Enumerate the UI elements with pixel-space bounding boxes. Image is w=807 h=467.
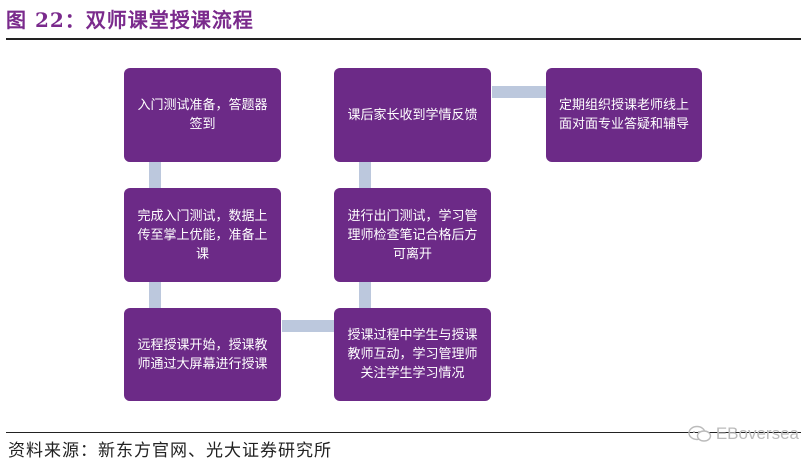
connector-1-2 [149, 162, 161, 188]
step-7-label: 定期组织授课老师线上面对面专业答疑和辅导 [558, 98, 689, 132]
bottom-rule [6, 432, 801, 433]
wechat-icon [688, 425, 712, 442]
source-note: 资料来源：新东方官网、光大证券研究所 [8, 441, 332, 461]
step-6-parent-feedback: 课后家长收到学情反馈 [334, 68, 491, 162]
connector-6-7 [492, 86, 546, 98]
step-3-label: 远程授课开始，授课教师通过大屏幕进行授课 [137, 337, 268, 372]
step-3-remote-class-start: 远程授课开始，授课教师通过大屏幕进行授课 [124, 308, 281, 401]
step-1-label: 入门测试准备，答题器签到 [137, 98, 268, 132]
connector-5-6 [359, 162, 371, 188]
watermark: EBoversea [688, 424, 799, 444]
step-4-label: 授课过程中学生与授课教师互动，学习管理师关注学生学习情况 [347, 328, 478, 381]
step-5-label: 进行出门测试，学习管理师检查笔记合格后方可离开 [347, 208, 478, 262]
connector-2-3 [149, 282, 161, 308]
figure-title: 图 22：双师课堂授课流程 [6, 8, 254, 32]
watermark-text: EBoversea [715, 424, 799, 443]
step-5-exit-test: 进行出门测试，学习管理师检查笔记合格后方可离开 [334, 188, 491, 282]
step-2-complete-entry-test: 完成入门测试，数据上传至掌上优能，准备上课 [124, 188, 281, 282]
connector-3-4 [282, 320, 334, 332]
step-4-in-class-interaction: 授课过程中学生与授课教师互动，学习管理师关注学生学习情况 [334, 308, 491, 401]
step-2-label: 完成入门测试，数据上传至掌上优能，准备上课 [137, 208, 268, 262]
top-rule [6, 38, 801, 40]
connector-4-5 [359, 282, 371, 308]
step-7-regular-qa: 定期组织授课老师线上面对面专业答疑和辅导 [546, 68, 702, 162]
step-1-entry-test-prep: 入门测试准备，答题器签到 [124, 68, 281, 162]
step-6-label: 课后家长收到学情反馈 [347, 107, 478, 123]
